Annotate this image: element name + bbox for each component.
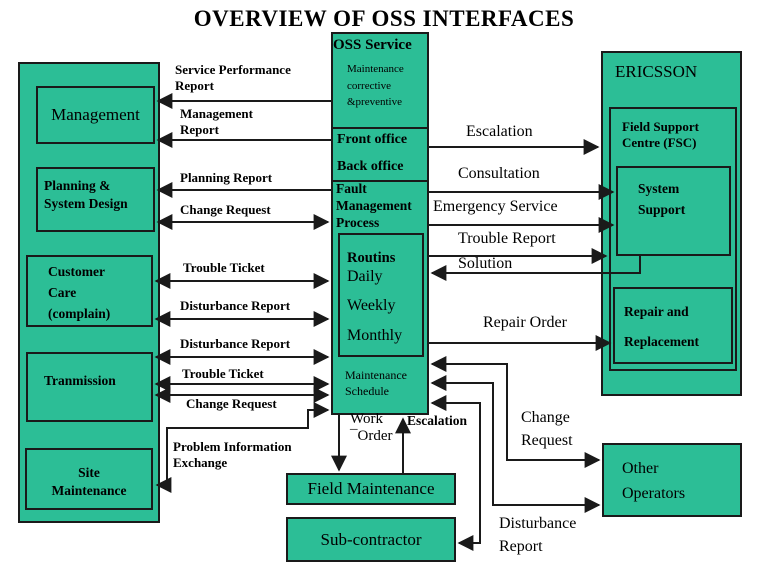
oss-maintenance-schedule: Maintenance Schedule <box>345 368 407 399</box>
label-escalation-field-maintenance: Escalation <box>407 413 468 428</box>
label-service-performance-report: Service Performance Report <box>175 62 291 94</box>
routins-monthly: Monthly <box>347 327 403 344</box>
box-repair-replacement: Repair and Replacement <box>613 287 733 364</box>
label-change-request-planning: Change Request <box>180 202 271 217</box>
other-operators-label: Other Operators <box>622 460 686 502</box>
label-consultation: Consultation <box>458 165 540 182</box>
label-trouble-report: Trouble Report <box>458 230 556 247</box>
label-problem-information-exchange: Problem Information Exchange <box>173 439 292 471</box>
box-tranmission: Tranmission <box>26 352 153 422</box>
connector-disturbance-report-other-operators <box>430 375 601 513</box>
sub-contractor-label: Sub-contractor <box>320 529 422 549</box>
ericsson-label: ERICSSON <box>615 62 698 81</box>
label-disturbance-report-tranmission: Disturbance Report <box>180 336 291 351</box>
label-trouble-ticket-tranmission: Trouble Ticket <box>182 366 264 381</box>
routins-daily: Daily <box>347 268 383 285</box>
box-customer-care: Customer Care (complain) <box>26 255 153 327</box>
label-change-request-tranmission: Change Request <box>186 396 277 411</box>
oss-maintenance-text: Maintenance corrective &preventive <box>347 63 404 108</box>
box-field-maintenance: Field Maintenance <box>286 473 456 505</box>
repair-replacement-label: Repair and Replacement <box>624 304 699 350</box>
oss-front-office: Front office <box>337 132 408 147</box>
label-management-report: Management Report <box>180 106 253 138</box>
box-sub-contractor: Sub-contractor <box>286 517 456 562</box>
label-planning-report: Planning Report <box>180 170 273 185</box>
oss-divider-1 <box>333 127 427 129</box>
routins-title: Routins <box>347 250 396 266</box>
box-other-operators: Other Operators <box>602 443 742 517</box>
box-system-support: System Support <box>616 166 731 256</box>
label-emergency-service: Emergency Service <box>433 198 558 215</box>
oss-fault-management-process: Fault Management Process <box>336 181 412 230</box>
connector-change-request-other-operators <box>430 356 601 468</box>
oss-back-office: Back office <box>337 159 404 174</box>
box-site-maintenance: Site Maintenance <box>25 448 153 510</box>
label-change-request-other-operators: Change Request <box>521 409 573 450</box>
routins-weekly: Weekly <box>347 297 396 314</box>
field-maintenance-label: Field Maintenance <box>307 479 435 498</box>
system-support-label: System Support <box>638 181 686 217</box>
label-disturbance-report-customer-care: Disturbance Report <box>180 298 291 313</box>
label-escalation-fsc: Escalation <box>466 123 533 140</box>
page-title: OVERVIEW OF OSS INTERFACES <box>193 6 575 31</box>
box-planning-label: Planning & System Design <box>44 178 128 211</box>
box-tranmission-label: Tranmission <box>44 373 116 388</box>
label-work-order: Work ¯Order <box>350 411 393 445</box>
label-trouble-ticket-customer-care: Trouble Ticket <box>183 260 265 275</box>
box-management: Management <box>36 86 155 144</box>
box-planning-system-design: Planning & System Design <box>36 167 155 232</box>
oss-title: OSS Service <box>333 37 412 53</box>
label-solution: Solution <box>458 255 513 272</box>
box-customer-care-label: Customer Care (complain) <box>48 264 111 321</box>
box-site-maintenance-label: Site Maintenance <box>51 465 127 499</box>
box-management-label: Management <box>51 105 140 124</box>
label-disturbance-report-other-operators: Disturbance Report <box>499 515 577 556</box>
fsc-label: Field Support Centre (FSC) <box>622 119 699 151</box>
oss-divider-2 <box>333 180 427 182</box>
box-routins <box>338 233 424 357</box>
label-repair-order: Repair Order <box>483 314 567 331</box>
